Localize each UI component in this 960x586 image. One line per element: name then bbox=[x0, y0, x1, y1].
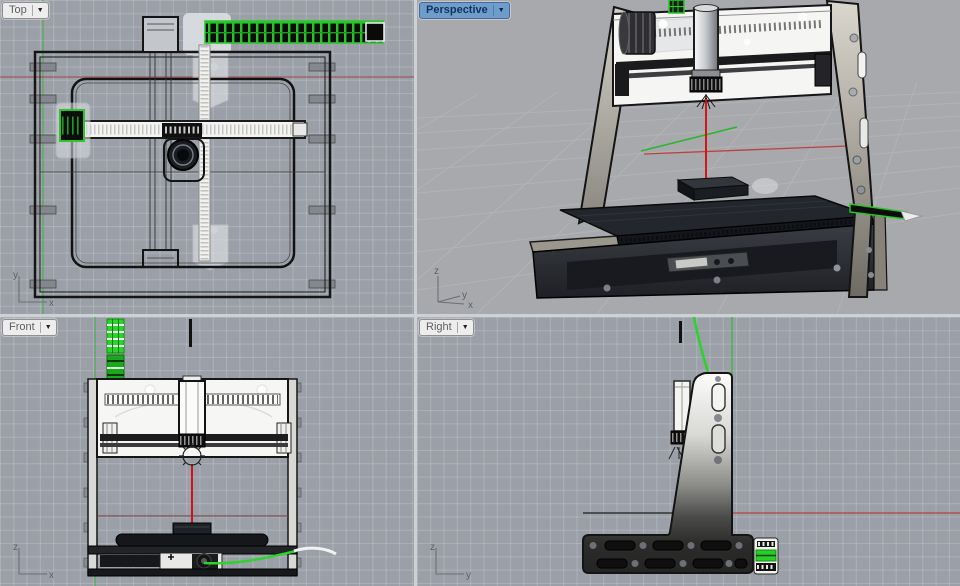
viewport-title-text: Perspective bbox=[426, 4, 488, 16]
cnc-model-top-view[interactable] bbox=[29, 13, 385, 299]
viewport-right[interactable]: Right ▼ z y bbox=[417, 317, 960, 586]
svg-text:x: x bbox=[468, 300, 473, 310]
label-divider bbox=[492, 5, 494, 16]
selected-motor-green[interactable] bbox=[106, 318, 125, 382]
svg-text:x: x bbox=[49, 298, 54, 309]
selected-wire-green[interactable] bbox=[203, 549, 297, 565]
axis-indicator-front: z x bbox=[13, 542, 54, 581]
tool-bit-sparks bbox=[696, 94, 716, 110]
selected-motor-green[interactable] bbox=[753, 537, 779, 575]
axis-indicator-right: z y bbox=[430, 542, 471, 581]
cnc-model-front-view[interactable] bbox=[83, 318, 337, 577]
viewport-menu-arrow-icon[interactable]: ▼ bbox=[36, 7, 44, 14]
ghost-part bbox=[752, 178, 778, 194]
viewport-menu-arrow-icon[interactable]: ▼ bbox=[497, 7, 505, 14]
viewport-front[interactable]: Front ▼ z x bbox=[0, 317, 414, 586]
cnc-model-right-view[interactable] bbox=[582, 372, 779, 575]
label-divider bbox=[456, 322, 458, 333]
label-divider bbox=[39, 322, 41, 333]
svg-text:y: y bbox=[466, 570, 471, 581]
selected-part-green[interactable] bbox=[668, 0, 685, 14]
construction-axes bbox=[640, 126, 848, 155]
viewport-title-text: Right bbox=[426, 321, 452, 333]
svg-text:z: z bbox=[434, 266, 439, 277]
viewport-menu-arrow-icon[interactable]: ▼ bbox=[461, 324, 469, 331]
viewport-title-text: Top bbox=[9, 4, 27, 16]
viewport-menu-arrow-icon[interactable]: ▼ bbox=[44, 324, 52, 331]
viewport-title-top[interactable]: Top ▼ bbox=[2, 2, 49, 19]
axis-indicator-perspective: z y x bbox=[434, 266, 473, 310]
viewport-top[interactable]: Top ▼ y x bbox=[0, 0, 414, 314]
right-view-scene[interactable] bbox=[417, 317, 960, 586]
perspective-view-scene[interactable] bbox=[417, 0, 960, 314]
viewport-title-perspective[interactable]: Perspective ▼ bbox=[419, 2, 510, 19]
viewport-title-text: Front bbox=[9, 321, 35, 333]
label-divider bbox=[31, 5, 33, 16]
svg-text:y: y bbox=[462, 290, 467, 301]
axis-indicator-top: y x bbox=[13, 270, 54, 309]
svg-text:z: z bbox=[430, 542, 435, 553]
viewport-title-front[interactable]: Front ▼ bbox=[2, 319, 57, 336]
top-view-scene[interactable] bbox=[0, 0, 414, 314]
svg-text:y: y bbox=[13, 270, 18, 281]
viewport-perspective[interactable]: Perspective ▼ z y x bbox=[417, 0, 960, 314]
svg-text:x: x bbox=[49, 570, 54, 581]
svg-text:z: z bbox=[13, 542, 18, 553]
selected-wire-green[interactable] bbox=[692, 317, 711, 376]
cnc-model-perspective-view[interactable] bbox=[529, 0, 924, 299]
construction-axes bbox=[583, 317, 960, 514]
viewport-title-right[interactable]: Right ▼ bbox=[419, 319, 474, 336]
selected-part-green-right[interactable] bbox=[849, 203, 924, 222]
front-view-scene[interactable] bbox=[0, 317, 414, 586]
